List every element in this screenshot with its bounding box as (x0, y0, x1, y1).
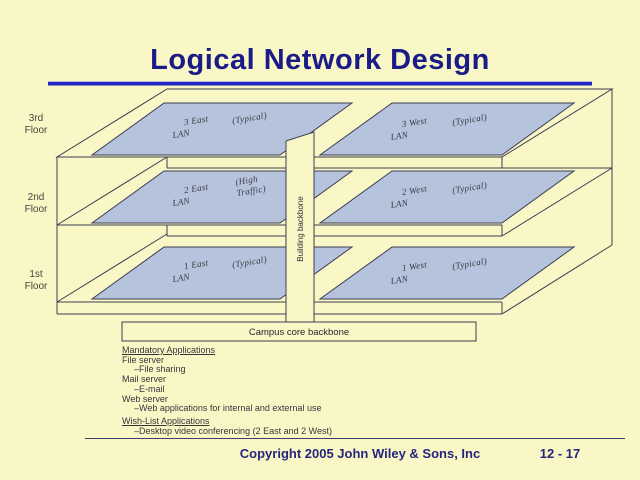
lan-3-east-name1: 3 East (182, 113, 209, 127)
lan-1-east-name2: LAN (171, 271, 191, 284)
building-backbone-label: Building backbone (296, 196, 305, 262)
mandatory-applications-heading: Mandatory Applications (122, 345, 216, 355)
app-list-subitem: –Web applications for internal and exter… (134, 403, 322, 414)
floor-label-2nd-line2: Floor (25, 204, 48, 215)
footer-divider (85, 438, 625, 439)
app-list-subitem: –E-mail (134, 383, 165, 394)
floor-label-3rd-line2: Floor (25, 125, 48, 136)
lan-plane-1-west (318, 246, 576, 300)
app-list-subitem: –File sharing (134, 364, 186, 375)
title-underline (48, 81, 592, 86)
lan-label-2-west: 2 West LAN (Typical) (389, 180, 488, 210)
lan-2-west-name1: 2 West (401, 183, 428, 197)
lan-2-east-name2: LAN (171, 195, 191, 208)
wishlist-applications-heading: Wish-List Applications (122, 415, 210, 426)
app-list-item: Web server (122, 393, 168, 404)
floor-label-3rd-line1: 3rd (29, 113, 43, 124)
second-floor-right-diagonal (501, 167, 613, 237)
lan-2-west-name2: LAN (389, 197, 409, 210)
lan-3-west-name2: LAN (389, 129, 409, 142)
lan-1-east-name1: 1 East (183, 257, 209, 271)
second-floor-left-diagonal (56, 156, 168, 226)
lan-3-east-name2: LAN (171, 127, 191, 140)
app-list-item: Mail server (122, 374, 167, 385)
first-floor-right-diagonal (501, 244, 613, 315)
floor-label-1st-line2: Floor (25, 281, 48, 292)
lan-2-east-name1: 2 East (183, 181, 209, 195)
first-floor-left-diagonal (56, 233, 168, 303)
footer-copyright: Copyright 2005 John Wiley & Sons, Inc (239, 446, 481, 461)
campus-backbone-label: Campus core backbone (249, 327, 349, 338)
footer-page-number: 12 - 17 (539, 446, 581, 461)
floor-label-2nd-line1: 2nd (28, 192, 45, 203)
lan-plane-3-west (318, 102, 576, 156)
applications-list: Mandatory Applications File server –File… (122, 345, 542, 436)
page-title: Logical Network Design (150, 44, 490, 76)
lan-1-west-name1: 1 West (401, 259, 428, 273)
lan-3-west-name1: 3 West (400, 115, 428, 129)
lan-2-east-note2: Traffic) (236, 184, 267, 198)
lan-1-west-name2: LAN (389, 273, 409, 286)
app-list-subitem: –Desktop video conferencing (2 East and … (134, 425, 332, 436)
lan-label-2-east: 2 East LAN (High Traffic) (171, 174, 267, 209)
lan-plane-2-west (318, 170, 576, 224)
lan-2-east-note1: (High (235, 174, 259, 187)
floor-label-1st-line1: 1st (29, 269, 43, 280)
campus-backbone-box (121, 321, 477, 342)
floor-labels: 3rd Floor 2nd Floor 1st Floor (25, 113, 48, 292)
app-list-item: File server (122, 354, 165, 365)
